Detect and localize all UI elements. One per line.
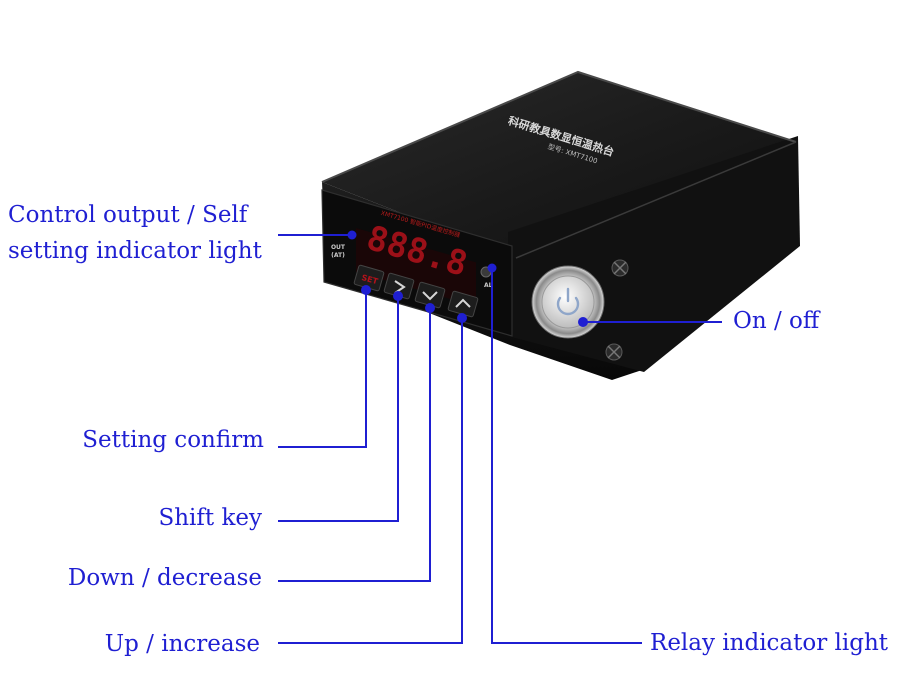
leader-relay-indicator: [491, 268, 642, 644]
leader-lines: [278, 234, 722, 644]
device-top-surface: [322, 72, 796, 258]
al-indicator-label: AL: [484, 282, 493, 289]
power-button[interactable]: [531, 265, 605, 339]
at-indicator-label: (AT): [331, 252, 345, 259]
display-window: [356, 228, 476, 307]
label-shift-key: Shift key: [158, 505, 262, 531]
screw-top: [611, 259, 629, 277]
label-on-off: On / off: [733, 308, 820, 334]
leader-up-increase: [278, 318, 463, 644]
power-icon: [556, 287, 580, 316]
out-indicator-label: OUT: [331, 244, 346, 251]
chevron-up-icon: [455, 298, 471, 308]
label-control-output-line2: setting indicator light: [8, 238, 262, 264]
leader-dots: [347, 230, 588, 327]
label-down-decrease: Down / decrease: [67, 565, 262, 591]
screw-bottom: [605, 343, 623, 361]
label-up-increase: Up / increase: [104, 631, 260, 657]
label-setting-confirm: Setting confirm: [82, 427, 264, 453]
label-control-output-line1: Control output / Self: [8, 202, 248, 228]
leader-shift-key: [278, 296, 399, 522]
chevron-down-icon: [422, 291, 438, 301]
leader-setting-confirm: [278, 290, 367, 448]
leader-down-decrease: [278, 308, 431, 582]
label-relay-indicator: Relay indicator light: [650, 630, 889, 656]
